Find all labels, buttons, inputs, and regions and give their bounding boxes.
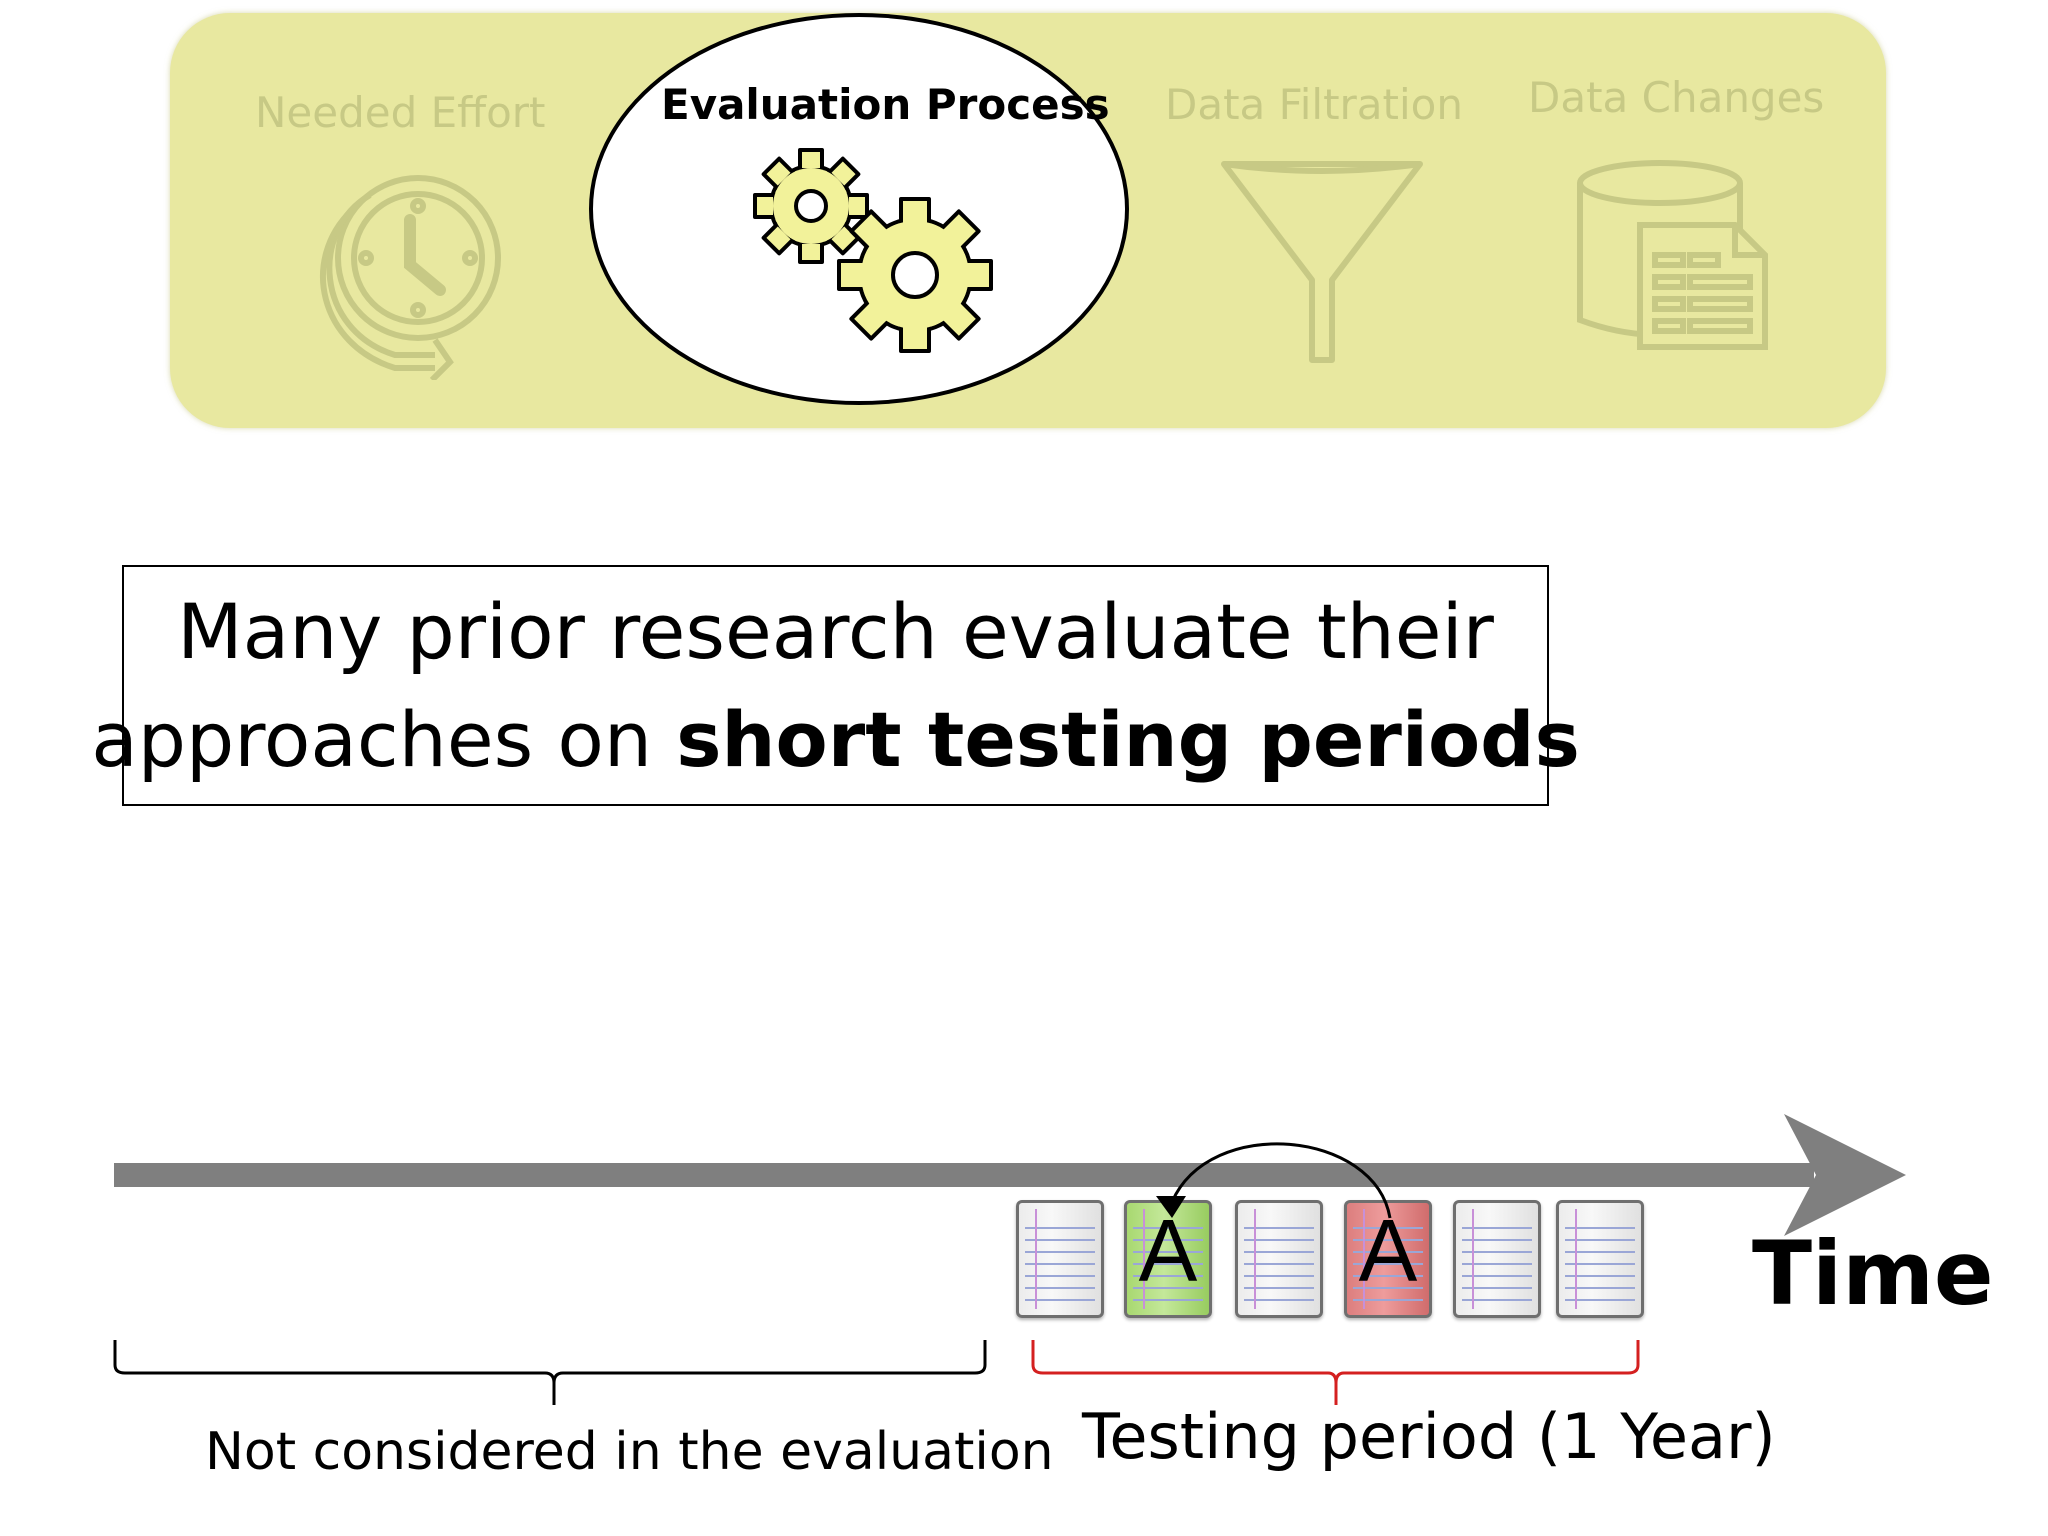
page-letter: A bbox=[1138, 1201, 1198, 1300]
claim-emphasis: short testing periods bbox=[676, 694, 1580, 784]
claim-line-2: approaches on short testing periods bbox=[91, 686, 1580, 794]
excluded-period-label: Not considered in the evaluation bbox=[205, 1422, 1054, 1482]
step-label-needed-effort: Needed Effort bbox=[255, 88, 546, 137]
step-label-data-changes: Data Changes bbox=[1528, 73, 1825, 122]
gears-icon bbox=[753, 148, 993, 353]
timeline-page-4: A bbox=[1344, 1200, 1432, 1318]
excluded-period-brace bbox=[113, 1340, 987, 1405]
timeline-page-2: A bbox=[1124, 1200, 1212, 1318]
claim-line-1: Many prior research evaluate their bbox=[177, 586, 1494, 676]
testing-period-brace bbox=[1031, 1340, 1640, 1405]
timeline-page-6 bbox=[1556, 1200, 1644, 1318]
timeline-page-3 bbox=[1235, 1200, 1323, 1318]
testing-period-label: Testing period (1 Year) bbox=[1082, 1400, 1776, 1473]
timeline-page-1 bbox=[1016, 1200, 1104, 1318]
timeline-page-5 bbox=[1453, 1200, 1541, 1318]
page-letter: A bbox=[1358, 1201, 1418, 1300]
change-arrow bbox=[1156, 1142, 1392, 1219]
clock-cycle-icon bbox=[319, 175, 501, 380]
claim-box: Many prior research evaluate their appro… bbox=[91, 565, 1580, 806]
step-label-data-filtration: Data Filtration bbox=[1165, 80, 1463, 129]
time-axis-arrowhead bbox=[1784, 1114, 1906, 1236]
claim-line-2-prefix: approaches on bbox=[91, 694, 677, 784]
time-axis bbox=[114, 1163, 1814, 1187]
funnel-icon bbox=[1221, 161, 1423, 363]
database-report-icon bbox=[1577, 160, 1768, 350]
step-label-evaluation-process: Evaluation Process bbox=[661, 80, 1110, 129]
time-axis-label: Time bbox=[1752, 1222, 1994, 1325]
